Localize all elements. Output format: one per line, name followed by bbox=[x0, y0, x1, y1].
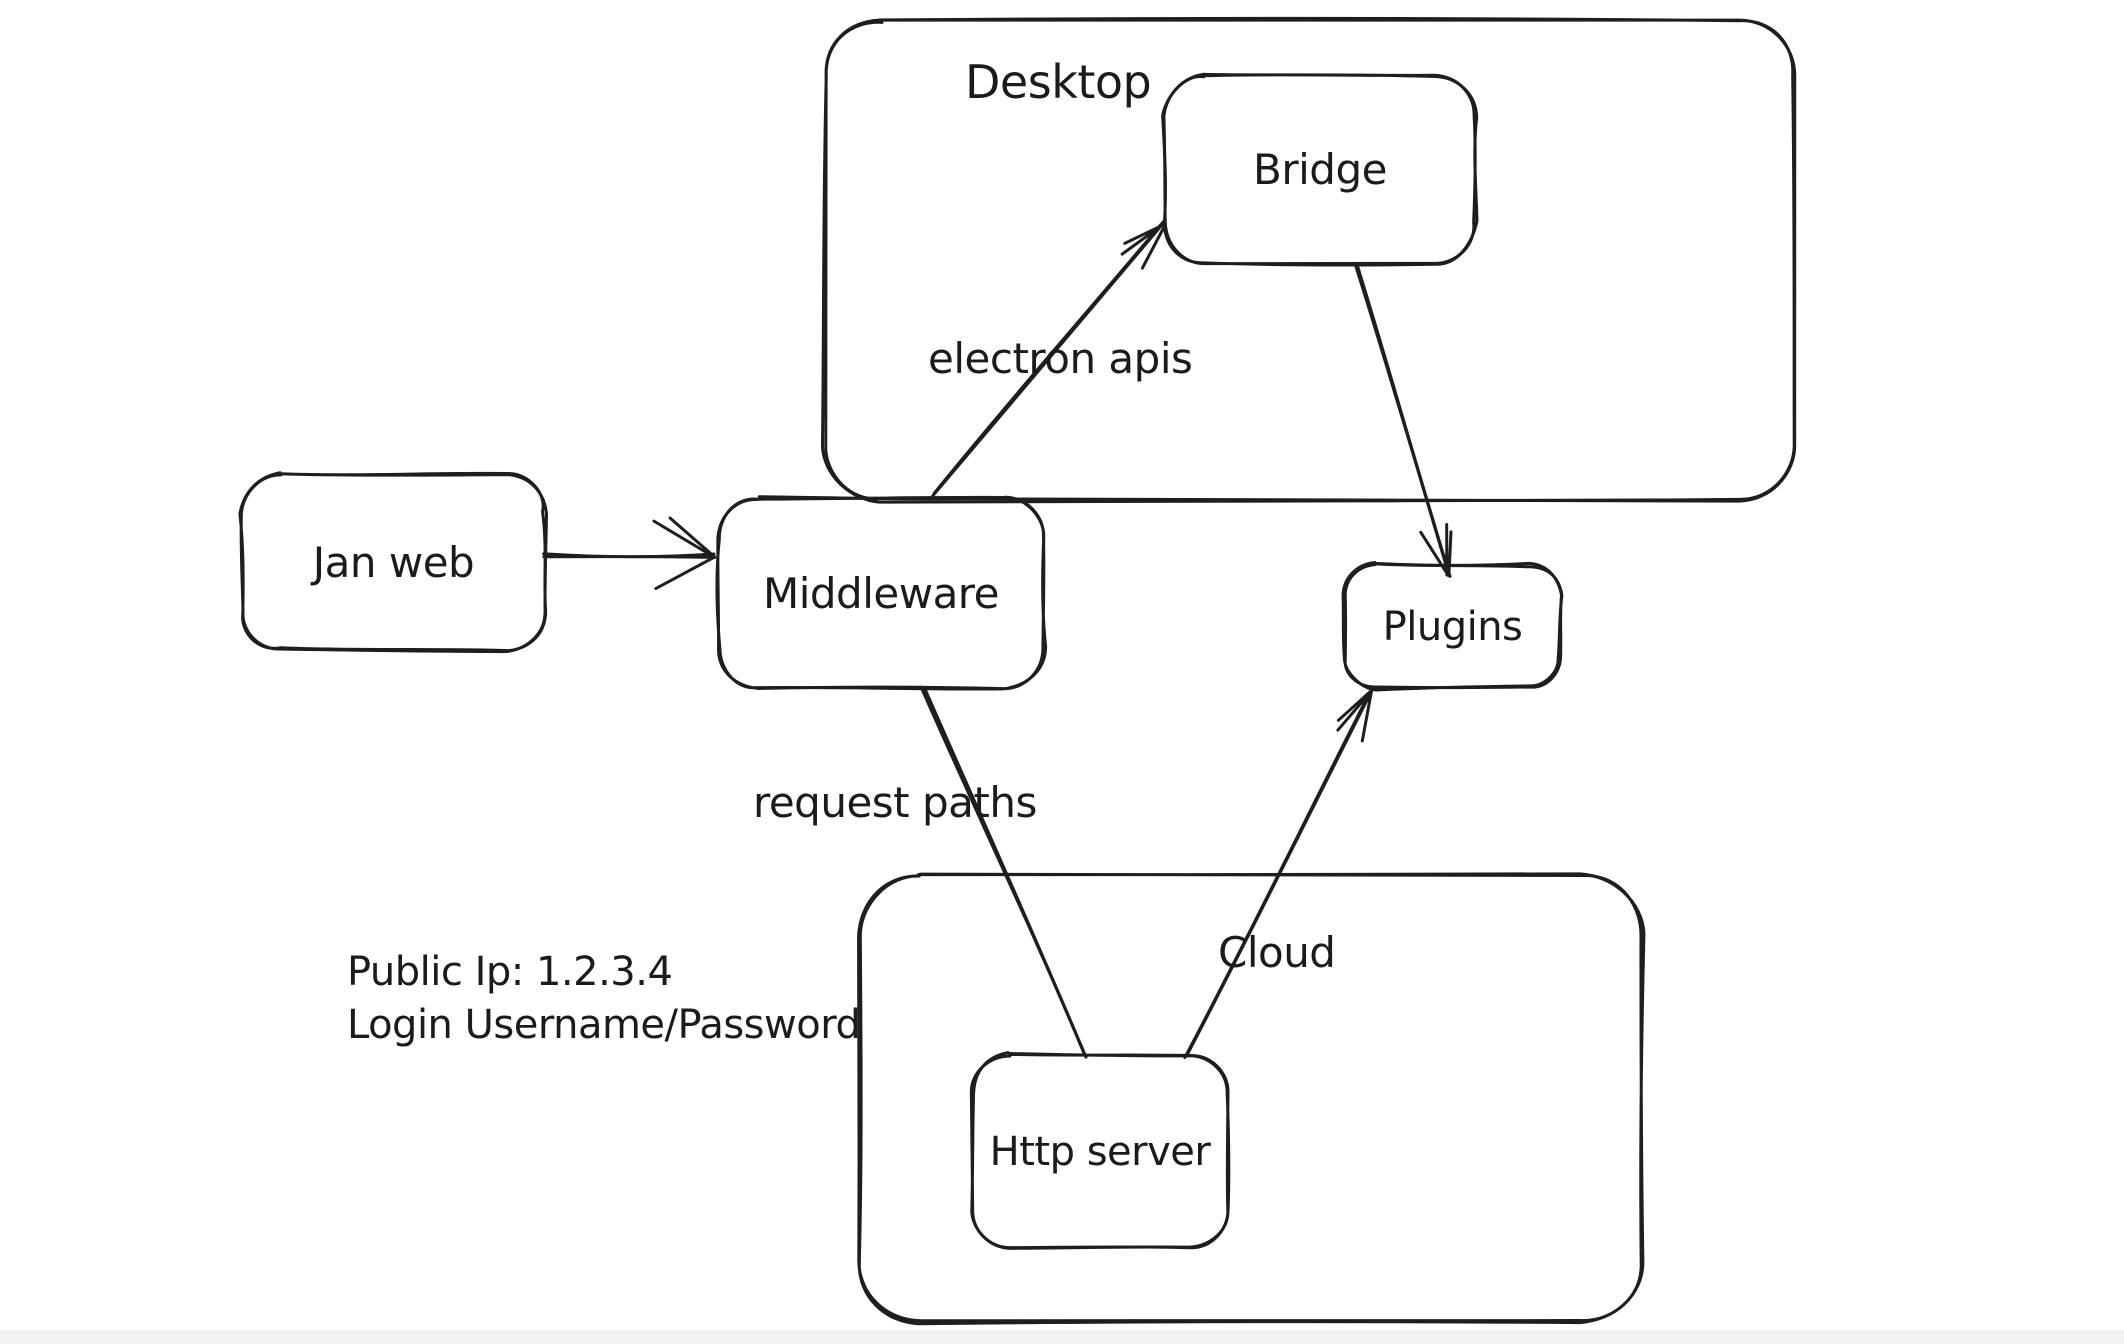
annotation-login[interactable]: Login Username/Password bbox=[347, 1001, 861, 1048]
container-cloud-shape[interactable] bbox=[857, 872, 1646, 1326]
node-bridge-shape[interactable] bbox=[1161, 72, 1479, 267]
edge-label-electron-apis[interactable]: electron apis bbox=[928, 334, 1193, 383]
node-middleware-shape[interactable] bbox=[715, 495, 1048, 691]
edge-bridge-to-plugins[interactable] bbox=[1354, 264, 1453, 578]
edge-label-request-paths[interactable]: request paths bbox=[753, 778, 1037, 827]
annotation-public-ip[interactable]: Public Ip: 1.2.3.4 bbox=[347, 949, 673, 995]
container-desktop-shape[interactable] bbox=[820, 16, 1797, 504]
edge-middleware-to-http-server[interactable] bbox=[919, 685, 1088, 1059]
node-label-bridge[interactable]: Bridge bbox=[1253, 144, 1387, 194]
container-label-cloud[interactable]: Cloud bbox=[1218, 928, 1336, 977]
node-plugins-shape[interactable] bbox=[1341, 560, 1564, 692]
node-jan-web-shape[interactable] bbox=[238, 471, 549, 654]
annotation-credentials[interactable]: Public Ip: 1.2.3.4 Login Username/Passwo… bbox=[347, 946, 861, 1052]
edge-jan-web-to-middleware[interactable] bbox=[542, 516, 717, 591]
node-label-jan-web[interactable]: Jan web bbox=[312, 538, 475, 587]
bottom-edge-band bbox=[0, 1330, 2124, 1344]
edge-middleware-to-bridge[interactable] bbox=[930, 220, 1167, 498]
edge-http-server-to-plugins[interactable] bbox=[1183, 688, 1374, 1060]
node-label-middleware[interactable]: Middleware bbox=[762, 568, 1000, 618]
node-label-plugins[interactable]: Plugins bbox=[1382, 603, 1523, 650]
node-http-server-shape[interactable] bbox=[969, 1051, 1231, 1250]
node-label-http-server[interactable]: Http server bbox=[989, 1128, 1211, 1175]
container-label-desktop[interactable]: Desktop bbox=[965, 55, 1152, 109]
